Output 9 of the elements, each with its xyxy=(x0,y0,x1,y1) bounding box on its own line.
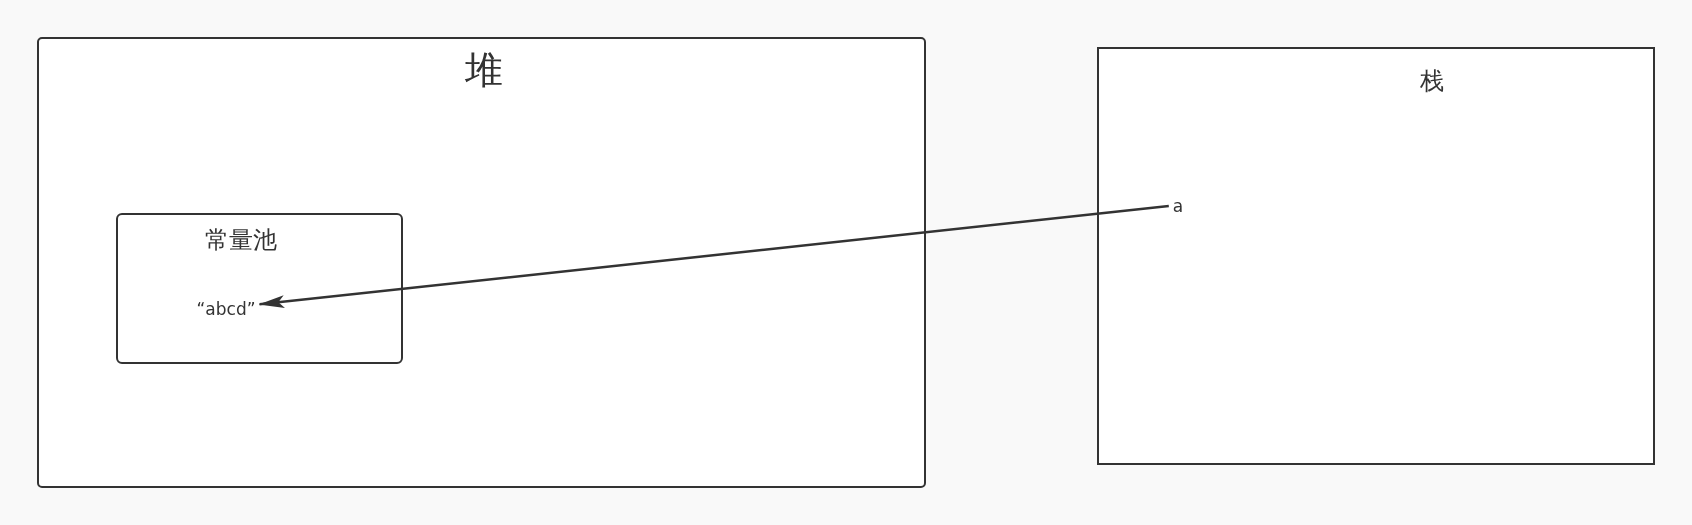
box-title: 堆 xyxy=(465,49,503,93)
arrow xyxy=(258,204,1169,309)
stack-box xyxy=(1097,47,1655,465)
box-title: 常量池 xyxy=(205,227,277,255)
constant-pool-box xyxy=(116,213,403,364)
variable-label: a xyxy=(1172,197,1184,217)
string-label: “abcd” xyxy=(196,300,256,320)
heap-box xyxy=(37,37,926,488)
box-title: 栈 xyxy=(1420,68,1444,96)
